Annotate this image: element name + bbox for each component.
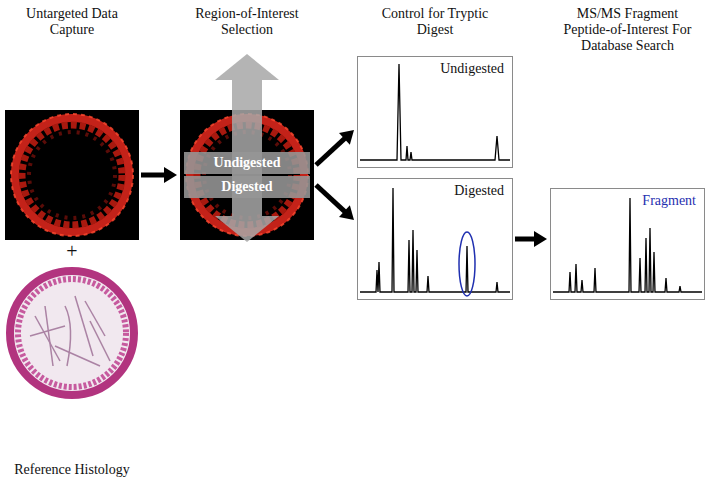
column-heading: MS/MS Fragment Peptide-of-Interest For D… [548, 6, 707, 54]
plus-sign: + [5, 241, 139, 261]
image-panel: Untargeted Data Capture [5, 6, 139, 240]
spectrum-box: Undigested [357, 56, 513, 168]
arrow-shaft [515, 237, 536, 242]
spectrum-box: Digested [357, 178, 513, 300]
region-band: Undigested [184, 152, 310, 174]
band-label: Digested [186, 179, 308, 195]
arrow-shaft [141, 173, 166, 178]
arrow-connector [316, 185, 354, 220]
histology-panel: Reference Histology [5, 266, 139, 478]
selection-double-arrow [180, 54, 314, 242]
arrow-connector [515, 231, 547, 247]
arrow-head [339, 205, 354, 220]
image-panel: Region-of-Interest SelectionUndigestedDi… [180, 6, 314, 240]
band-label: Undigested [186, 155, 308, 171]
spectrum-label: Fragment [642, 193, 696, 209]
spectrum-label: Undigested [440, 61, 504, 77]
arrow-head [164, 167, 177, 183]
ion-image [5, 110, 139, 240]
histology-section [5, 266, 139, 400]
arrow-connector [316, 130, 354, 165]
column-heading: Untargeted Data Capture [26, 6, 118, 38]
arrow-shaft [316, 137, 346, 165]
arrow-shaft [316, 185, 346, 213]
arrow-head [534, 231, 547, 247]
spectrum-label: Digested [454, 183, 504, 199]
column-heading: Region-of-Interest Selection [186, 6, 308, 38]
region-band: Digested [184, 176, 310, 198]
spectrum-box: Fragment [550, 188, 705, 300]
panel-caption: Reference Histology [5, 462, 139, 478]
arrow-head [339, 130, 354, 145]
arrow-connector [141, 167, 177, 183]
column-heading: Control for Tryptic Digest [357, 6, 513, 38]
